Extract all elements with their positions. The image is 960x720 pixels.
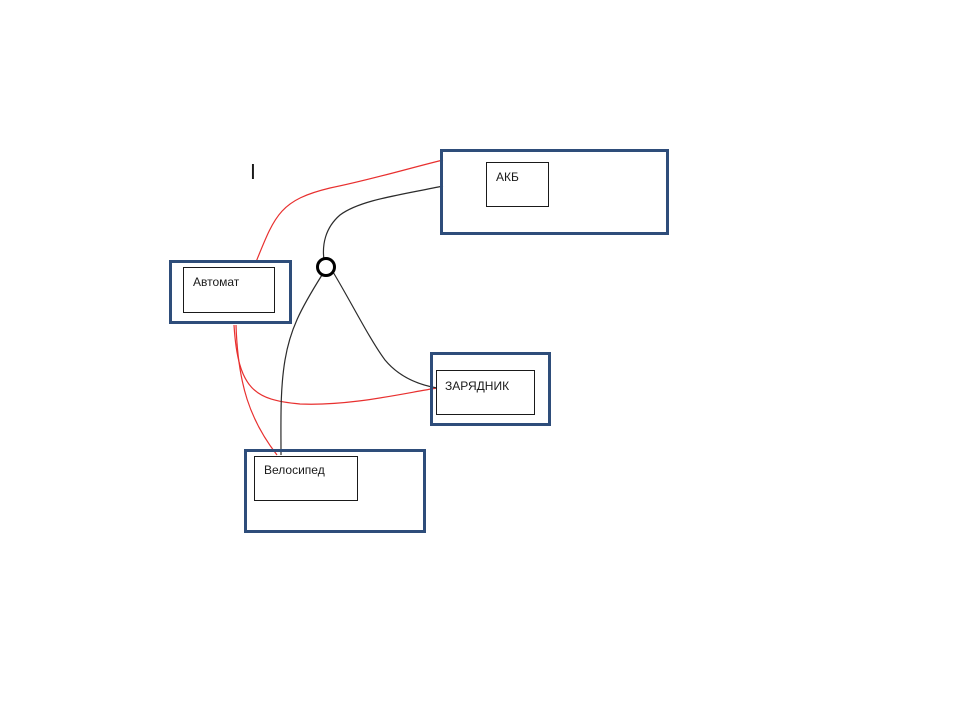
red-wire-avtomat-charger [233,324,438,405]
charger-label: ЗАРЯДНИК [445,379,510,393]
black-wire-junction-bicycle [280,274,323,456]
charger-block [430,352,551,426]
avtomat-label-box [183,267,275,313]
bicycle-label: Велосипед [264,463,325,477]
bicycle-block [244,449,426,533]
black-wire-junction-charger [332,271,438,389]
black-wire-akb-junction [322,185,444,261]
red-wire-avtomat-akb [255,159,444,263]
akb-label-box [486,162,549,207]
bicycle-label-box [254,456,358,501]
text-cursor: I [250,160,256,184]
avtomat-label: Автомат [193,275,240,289]
red-wire-avtomat-bicycle [235,324,278,456]
charger-label-box [436,370,535,415]
avtomat-block [169,260,292,324]
akb-label: АКБ [496,170,519,184]
junction-node [316,257,336,277]
akb-block [440,149,669,235]
